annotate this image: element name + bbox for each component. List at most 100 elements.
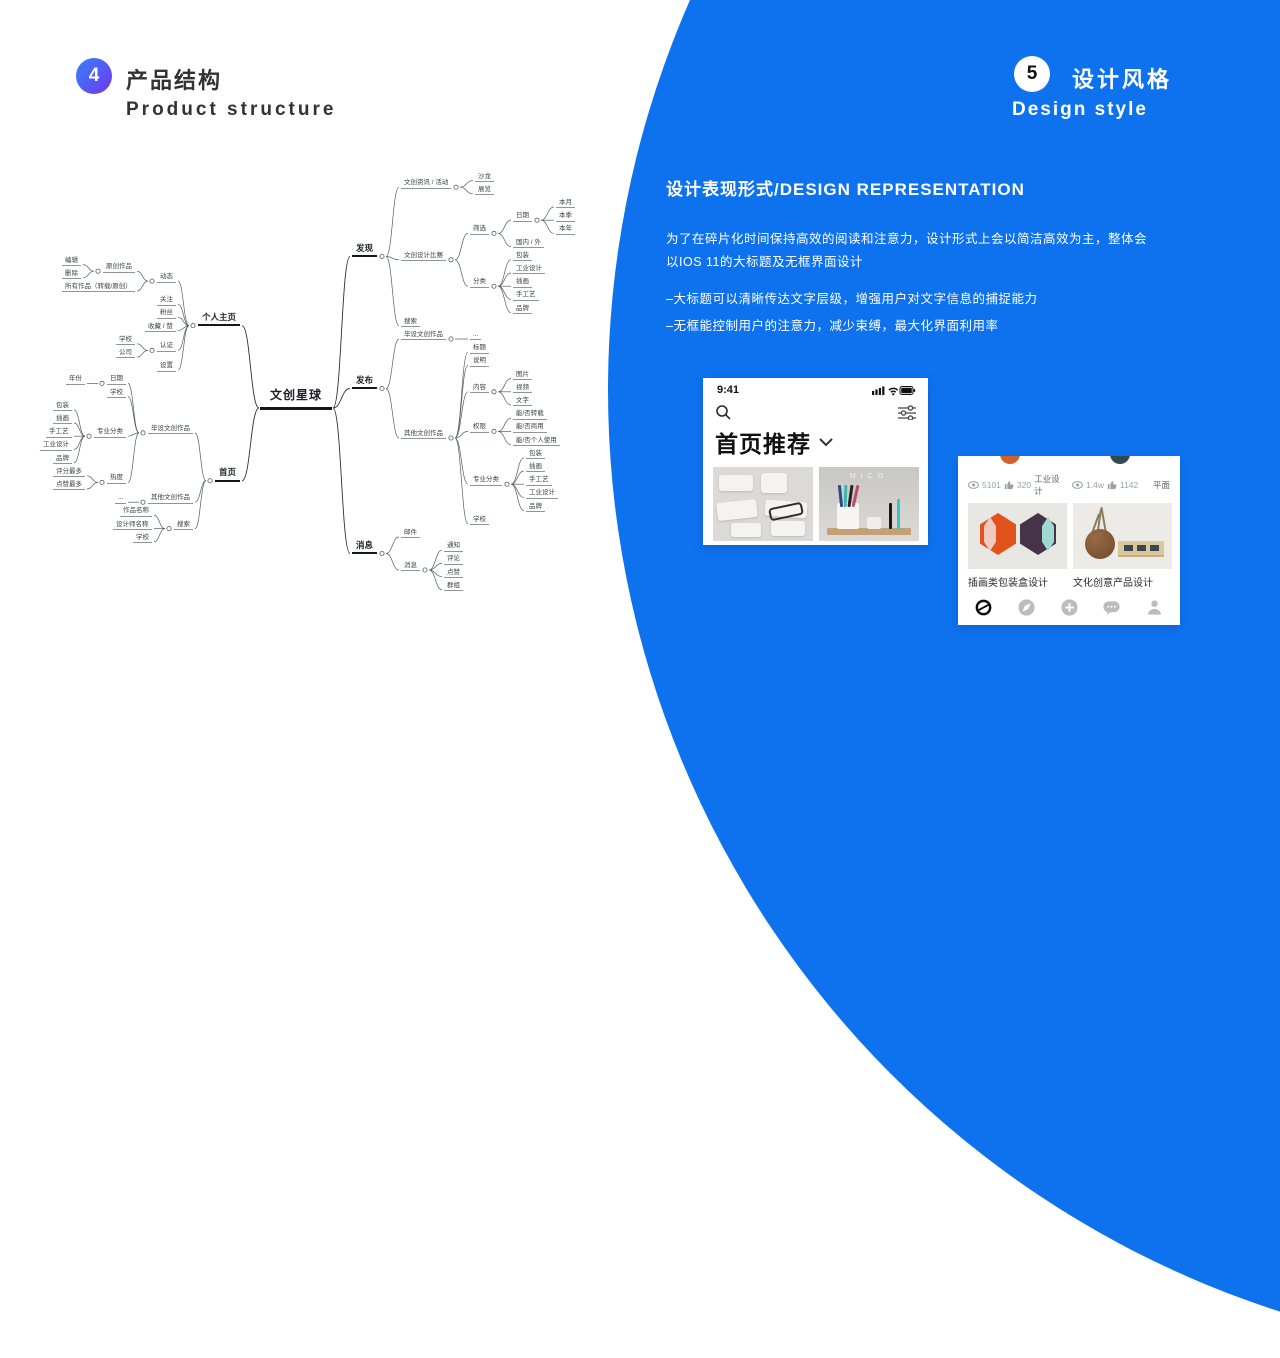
mindmap-node: 日期 [513, 212, 532, 222]
mindmap-node: ... [115, 494, 127, 504]
feed-card[interactable]: MICO 简洁优雅的陶瓷办公桌 [819, 467, 919, 545]
mindmap-node: 内容 [470, 384, 489, 394]
mindmap-node: 学校 [133, 534, 152, 544]
mindmap-node: 权限 [470, 423, 489, 433]
mindmap-node: 手工艺 [513, 291, 539, 301]
badge-number: 5 [1026, 63, 1038, 84]
mindmap-node: 个人主页 [198, 312, 241, 327]
category-tag[interactable]: 工业设计 [1034, 474, 1060, 496]
card-image-packaging [968, 503, 1067, 569]
views-count: 1.4w [1086, 480, 1104, 490]
right-title-zh: 设计风格 [1072, 67, 1173, 92]
mindmap-node: 认证 [157, 342, 176, 352]
mindmap-node: 品牌 [526, 503, 545, 513]
mindmap-node: 毕设文创作品 [148, 425, 193, 435]
mindmap-node: 年份 [66, 375, 85, 385]
avatar [1110, 456, 1130, 464]
filter-icon[interactable] [898, 405, 916, 421]
mindmap-node: 其他文创作品 [401, 430, 446, 440]
mindmap-node: 文创资讯 / 活动 [401, 179, 452, 189]
status-icons [872, 385, 916, 396]
views-icon [1072, 481, 1083, 489]
category-tag[interactable]: 平面 [1152, 480, 1170, 490]
feed-card[interactable]: 简单物件摆放垫设计 [713, 467, 813, 545]
card-stats: 5101 320 工业设计 [968, 473, 1066, 497]
status-bar: 9:41 [703, 378, 928, 396]
likes-icon[interactable] [1004, 480, 1014, 490]
tab-home-planet-icon[interactable] [974, 598, 993, 617]
home-title-dropdown[interactable]: 首页推荐 [703, 421, 928, 459]
design-paragraph: 为了在碎片化时间保持高效的阅读和注意力，设计形式上会以简洁高效为主，整体会 以I… [666, 228, 1231, 274]
tab-profile-icon[interactable] [1145, 598, 1164, 617]
mindmap-node: 沙龙 [475, 173, 494, 183]
mindmap-node: 消息 [352, 540, 378, 555]
mindmap-node: 插画 [526, 463, 545, 473]
mindmap-node: 发布 [352, 375, 378, 390]
mindmap-node: 工业设计 [513, 265, 545, 275]
mindmap-node: 包装 [513, 252, 532, 262]
mindmap-node: 日期 [107, 375, 126, 385]
mindmap-node: 群组 [444, 582, 463, 592]
chevron-down-icon [819, 437, 833, 447]
mindmap-node: 能/否商用 [513, 423, 547, 433]
search-icon[interactable] [715, 404, 732, 421]
mindmap-node: 所有作品（转载/原创） [62, 283, 135, 293]
views-icon [968, 481, 979, 489]
feed-card[interactable]: 文化创意产品设计 [1073, 503, 1172, 589]
mindmap-node: 本月 [556, 199, 575, 209]
mindmap-node: 搜索 [174, 521, 193, 531]
mindmap-node: 编辑 [62, 257, 81, 267]
home-title: 首页推荐 [715, 431, 811, 457]
mindmap-node: 文创设计比赛 [401, 252, 446, 262]
badge-number: 4 [88, 65, 100, 86]
mindmap-node: 展览 [475, 186, 494, 196]
mindmap-node: 包装 [526, 450, 545, 460]
brand-overlay-text: MICO [849, 473, 889, 480]
tab-messages-icon[interactable] [1102, 598, 1121, 617]
mindmap-node: 评论 [444, 555, 463, 565]
mindmap-node: 工业设计 [526, 489, 558, 499]
avatar [1000, 456, 1020, 464]
mindmap-node: 工业设计 [40, 441, 72, 451]
design-bullet-2: –无框能控制用户的注意力，减少束缚，最大化界面利用率 [666, 319, 999, 333]
mindmap-connectors [73, 180, 555, 591]
card-caption: 文化创意产品设计 [1073, 578, 1153, 589]
mindmap-node: 学校 [116, 336, 135, 346]
likes-count: 320 [1016, 480, 1032, 490]
mindmap-node: 能/否个人使用 [513, 437, 560, 447]
mindmap-node: 包装 [53, 402, 72, 412]
mindmap-node: 标题 [470, 344, 489, 354]
likes-icon[interactable] [1107, 480, 1117, 490]
mindmap-node: 设计师名称 [113, 521, 152, 531]
phone-mockup-home: 9:41 首页推荐 [703, 378, 928, 545]
mindmap-node: 毕设文创作品 [401, 331, 446, 341]
feed-card[interactable]: 插画类包装盒设计 [968, 503, 1067, 589]
mindmap-node: 删除 [62, 270, 81, 280]
mindmap-node: 视频 [513, 384, 532, 394]
blue-background-circle [608, 0, 1280, 1358]
mindmap-node: 评分最多 [53, 468, 85, 478]
tab-bar [958, 589, 1180, 617]
mindmap-node: 品牌 [53, 455, 72, 465]
mindmap-node: 设置 [157, 362, 176, 372]
card-caption: 插画类包装盒设计 [968, 578, 1048, 589]
status-time: 9:41 [717, 384, 740, 396]
paragraph-line2: 以IOS 11的大标题及无框界面设计 [666, 255, 863, 270]
mindmap-node: 说明 [470, 357, 489, 367]
mindmap-node: 能/否转载 [513, 410, 547, 420]
mindmap-node: 手工艺 [46, 428, 72, 438]
mindmap-node: 作品名称 [120, 507, 152, 517]
likes-count: 1142 [1119, 480, 1139, 490]
tab-add-icon[interactable] [1060, 598, 1079, 617]
card-image-vase [1073, 503, 1172, 569]
mindmap-node: 动态 [157, 273, 176, 283]
mindmap-node: 首页 [215, 467, 241, 482]
right-title-en: Design style [1012, 99, 1148, 120]
mindmap-node: 学校 [470, 516, 489, 526]
paragraph-line1: 为了在碎片化时间保持高效的阅读和注意力，设计形式上会以简洁高效为主，整体会 [666, 232, 1148, 246]
mindmap-node: 收藏 / 赞 [145, 323, 176, 333]
mindmap-node: 本年 [556, 225, 575, 235]
mindmap-node: 邮件 [401, 529, 420, 539]
tab-discover-icon[interactable] [1017, 598, 1036, 617]
mindmap-node: 文字 [513, 397, 532, 407]
